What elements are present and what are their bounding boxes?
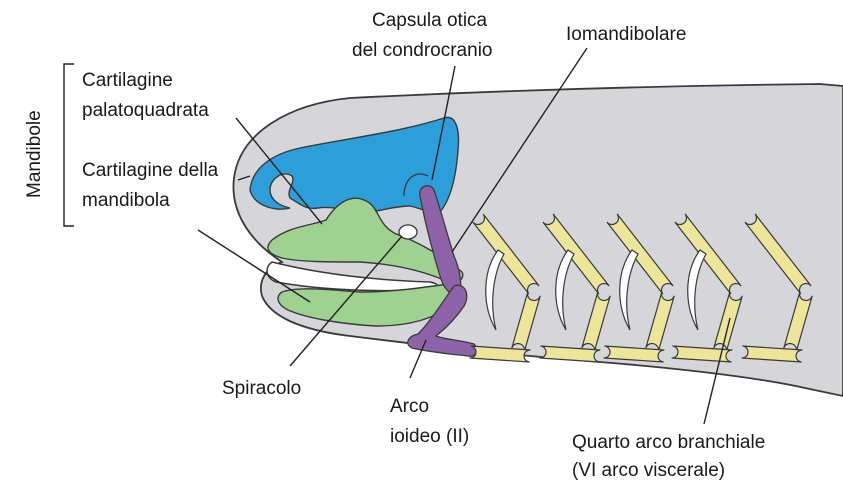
mandible-label-2: mandibola (82, 190, 170, 211)
otic-capsule-label-2: del condrocranio (352, 40, 492, 61)
mandibole-bracket (64, 64, 74, 226)
palatoquadrate-label-2: palatoquadrata (82, 100, 209, 121)
hyomandibular-label: Iomandibolare (566, 24, 686, 45)
mandible-label-1: Cartilagine della (82, 160, 219, 181)
palatoquadrate-label-1: Cartilagine (82, 70, 173, 91)
hyoid-arch-label-2: ioideo (II) (390, 426, 469, 447)
spiracle-label: Spiracolo (222, 378, 301, 399)
mandibole-label: Mandibole (24, 110, 45, 198)
fourth-arch-label-1: Quarto arco branchiale (572, 432, 765, 453)
fourth-arch-label-2: (VI arco viscerale) (572, 460, 725, 481)
hyoid-arch-label-1: Arco (390, 396, 429, 417)
otic-capsule-label-1: Capsula otica (372, 10, 488, 31)
